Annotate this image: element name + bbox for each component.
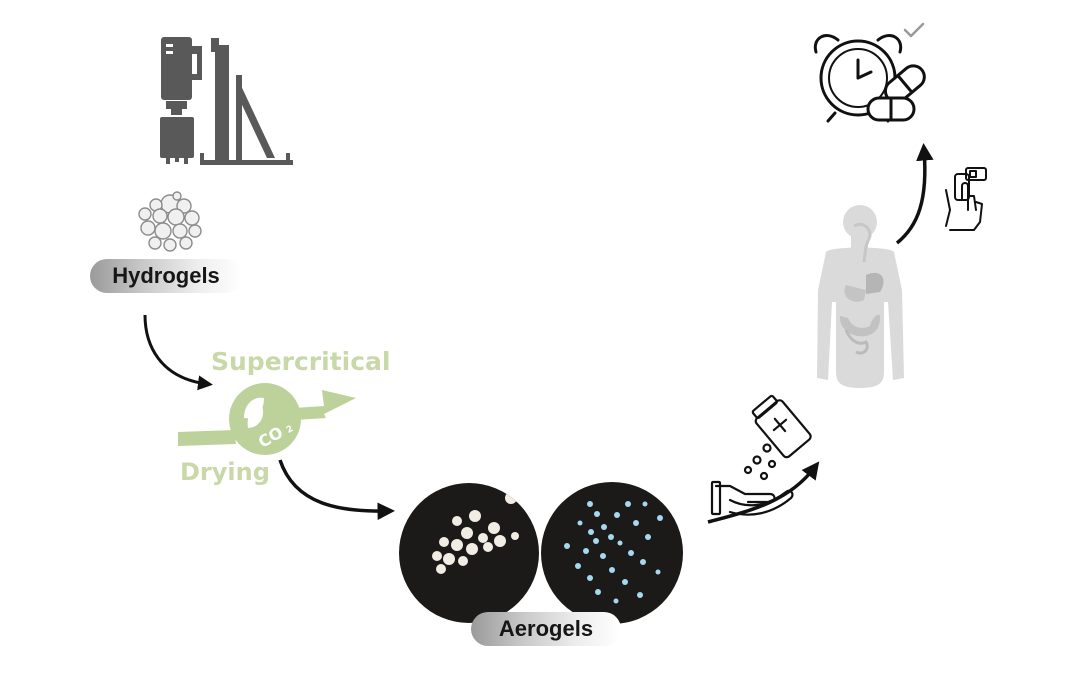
bead-cluster-icon bbox=[138, 191, 202, 252]
arrow-body-to-release bbox=[895, 143, 934, 245]
arrow-drying-to-aerogel bbox=[278, 459, 395, 520]
hand-pills-bottle-icon bbox=[710, 394, 812, 516]
co2-subscript: 2 bbox=[285, 424, 295, 436]
drying-label: Drying bbox=[180, 458, 270, 486]
encapsulator-machine-icon bbox=[160, 37, 293, 165]
finger-inhaler-icon bbox=[945, 167, 987, 231]
human-body-digestive-icon bbox=[817, 205, 904, 388]
capsule-icon bbox=[866, 64, 926, 122]
checkmark-icon bbox=[903, 22, 925, 38]
supercritical-co2-graphic: CO 2 bbox=[178, 383, 356, 455]
hydrogels-label: Hydrogels bbox=[90, 259, 242, 293]
supercritical-label: Supercritical bbox=[211, 347, 391, 376]
aerogel-dish-white-icon bbox=[399, 483, 539, 623]
arrow-hydrogel-to-drying bbox=[143, 314, 213, 391]
leaf-icon bbox=[244, 397, 264, 428]
aerogel-dish-blue-icon bbox=[541, 482, 683, 624]
aerogels-label: Aerogels bbox=[471, 612, 621, 646]
